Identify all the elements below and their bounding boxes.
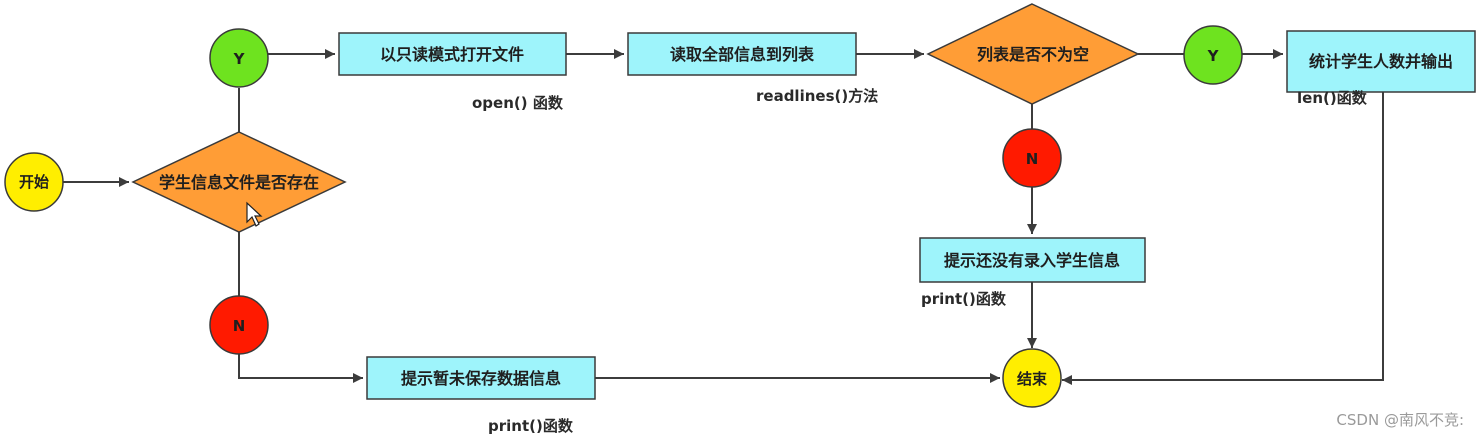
process-count-output-label: 统计学生人数并输出 — [1309, 52, 1453, 71]
decision-list-not-empty-label: 列表是否不为空 — [977, 45, 1089, 64]
end-label: 结束 — [1017, 370, 1048, 388]
process-read-all-label: 读取全部信息到列表 — [670, 45, 815, 64]
no-circle-right: N — [1002, 128, 1062, 188]
decision-file-exists-label: 学生信息文件是否存在 — [159, 173, 319, 192]
annotation-len-fn: len()函数 — [1297, 89, 1368, 107]
process-hint-no-records-label: 提示还没有录入学生信息 — [944, 251, 1120, 270]
process-open-readonly: 以只读模式打开文件 — [338, 32, 567, 76]
no-right-label: N — [1026, 150, 1039, 168]
annotation-print-fn-bottom: print()函数 — [488, 417, 574, 435]
annotation-readlines: readlines()方法 — [756, 87, 878, 105]
annotation-open-fn: open() 函数 — [472, 94, 564, 112]
mouse-cursor-icon — [246, 201, 263, 227]
yes-circle-top: Y — [209, 28, 269, 88]
process-count-output: 统计学生人数并输出 — [1286, 30, 1476, 93]
end-node: 结束 — [1002, 348, 1062, 408]
no-bottom-label: N — [233, 317, 246, 335]
yes-top-label: Y — [233, 50, 246, 68]
process-open-readonly-label: 以只读模式打开文件 — [380, 45, 524, 64]
watermark: CSDN @南风不竞: — [1336, 411, 1464, 429]
decision-list-not-empty: 列表是否不为空 — [926, 3, 1140, 105]
edge-count-to-end — [1062, 92, 1384, 385]
process-hint-not-saved-label: 提示暂未保存数据信息 — [401, 369, 561, 388]
start-node: 开始 — [4, 152, 64, 212]
yes-right-label: Y — [1207, 47, 1220, 65]
annotation-print-fn-right: print()函数 — [921, 290, 1007, 308]
process-hint-no-records: 提示还没有录入学生信息 — [919, 237, 1146, 283]
process-read-all: 读取全部信息到列表 — [627, 32, 857, 76]
no-circle-bottom: N — [209, 295, 269, 355]
yes-circle-right: Y — [1183, 25, 1243, 85]
decision-file-exists: 学生信息文件是否存在 — [131, 131, 347, 233]
process-hint-not-saved: 提示暂未保存数据信息 — [366, 356, 596, 400]
start-label: 开始 — [19, 173, 49, 191]
edge-n-bottom-to-hint-not-saved — [238, 354, 363, 383]
